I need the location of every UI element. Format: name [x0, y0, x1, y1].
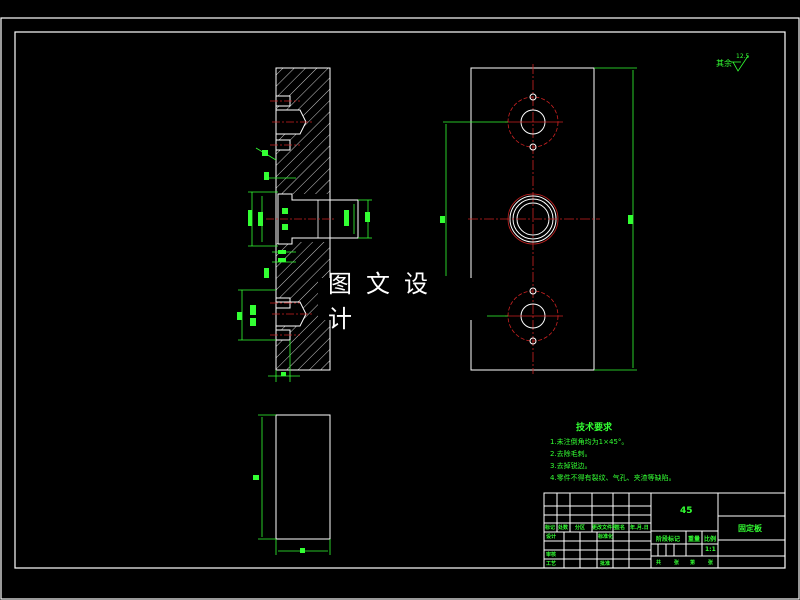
weight-label: 重量: [688, 536, 701, 543]
sheet-label: 第: [690, 560, 696, 566]
material-value: 45: [680, 506, 693, 516]
row-label: 签名: [615, 525, 626, 531]
stage-label: 阶段标记: [656, 536, 681, 543]
review-label: 审核: [546, 552, 557, 558]
part-name: 固定板: [738, 524, 762, 533]
approve-label: 批准: [600, 561, 611, 567]
sheet-label: 张: [708, 560, 714, 566]
sheet-label: 张: [674, 560, 680, 566]
tech-requirement-line: 1.未注倒角均为1×45°。: [550, 438, 629, 446]
watermark: 图文设计: [318, 270, 478, 333]
row-label: 年.月.日: [630, 525, 649, 531]
tech-requirement-line: 4.零件不得有裂纹、气孔、夹渣等缺陷。: [550, 474, 676, 482]
title-block: [543, 492, 786, 569]
row-label: 标记: [545, 525, 556, 531]
scale-label: 比例: [704, 536, 717, 543]
row-label: 分区: [575, 525, 586, 531]
roughness-symbol: [731, 55, 749, 72]
roughness-value: 12.5: [736, 53, 750, 60]
inner-border: [14, 31, 786, 569]
standardize-label: 标准化: [598, 534, 614, 540]
row-label: 更改文件号: [592, 525, 618, 531]
outer-border: [0, 17, 800, 600]
design-label: 设计: [546, 534, 557, 540]
section-view: [237, 67, 372, 382]
scale-value: 1:1: [705, 546, 716, 553]
roughness-note: 其余 12.5: [716, 53, 749, 69]
roughness-label: 其余: [716, 59, 732, 68]
bottom-view: [253, 414, 331, 555]
tech-requirements-title: 技术要求: [576, 423, 613, 433]
technical-requirements: 技术要求 1.未注倒角均为1×45°。 2.去除毛刺。 3.去掉锐边。 4.零件…: [550, 420, 676, 485]
sheet-label: 共: [656, 560, 662, 566]
row-label: 处数: [558, 525, 569, 531]
tech-requirement-line: 3.去掉锐边。: [550, 462, 592, 470]
tech-requirement-line: 2.去除毛刺。: [550, 450, 592, 458]
front-view: [440, 64, 637, 374]
process-label: 工艺: [546, 561, 557, 567]
